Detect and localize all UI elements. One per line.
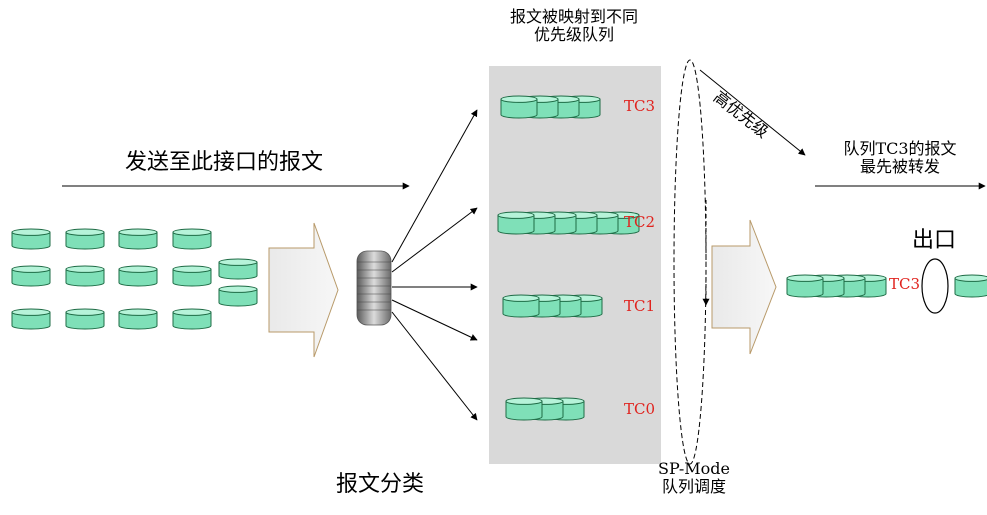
packet-icon: [172, 228, 212, 250]
output-queue-label: TC3: [889, 275, 921, 293]
queue-label-tc3: TC3: [624, 97, 656, 115]
scheduler-label-1: SP-Mode: [658, 459, 730, 478]
queue-packet-icon: [505, 397, 543, 421]
packet-icon: [118, 228, 158, 250]
packet-icon: [65, 228, 105, 250]
tc3-first-label-2: 最先被转发: [859, 157, 940, 177]
queue-label-tc0: TC0: [624, 400, 656, 418]
packet-icon: [172, 265, 212, 287]
tc3-first-label-1: 队列TC3的报文: [843, 139, 957, 158]
packet-icon: [118, 308, 158, 330]
queue-packet-icon: [500, 95, 538, 119]
coil-classifier-icon: [356, 250, 392, 326]
queue-label-tc1: TC1: [624, 297, 656, 315]
queue-packet-icon: [502, 294, 540, 318]
block-arrow-icon: [711, 219, 777, 355]
packet-icon: [118, 265, 158, 287]
output-packet-icon: [786, 274, 824, 298]
sp-scheduler-ellipse: [673, 59, 707, 465]
packet-icon: [11, 265, 51, 287]
classification-arrows: [391, 109, 478, 421]
forwarded-packet-icon: [954, 274, 987, 298]
packet-icon: [11, 228, 51, 250]
block-arrow-icon: [268, 222, 339, 358]
mapped-to-queues-label-2: 优先级队列: [533, 25, 614, 45]
packet-icon: [218, 285, 258, 307]
mapped-to-queues-label-1: 报文被映射到不同: [509, 7, 638, 26]
packet-icon: [11, 308, 51, 330]
classification-label: 报文分类: [336, 472, 425, 497]
queue-label-tc2: TC2: [624, 213, 656, 231]
packet-icon: [218, 258, 258, 280]
packet-icon: [172, 308, 212, 330]
scheduler-label-2: 队列调度: [661, 477, 726, 497]
queue-packet-icon: [497, 211, 535, 235]
packet-icon: [65, 308, 105, 330]
egress-port-ellipse-icon: [921, 258, 949, 314]
input-caption: 发送至此接口的报文: [125, 150, 324, 175]
high-priority-arrow: [699, 69, 806, 156]
egress-label: 出口: [912, 228, 957, 253]
packet-icon: [65, 265, 105, 287]
